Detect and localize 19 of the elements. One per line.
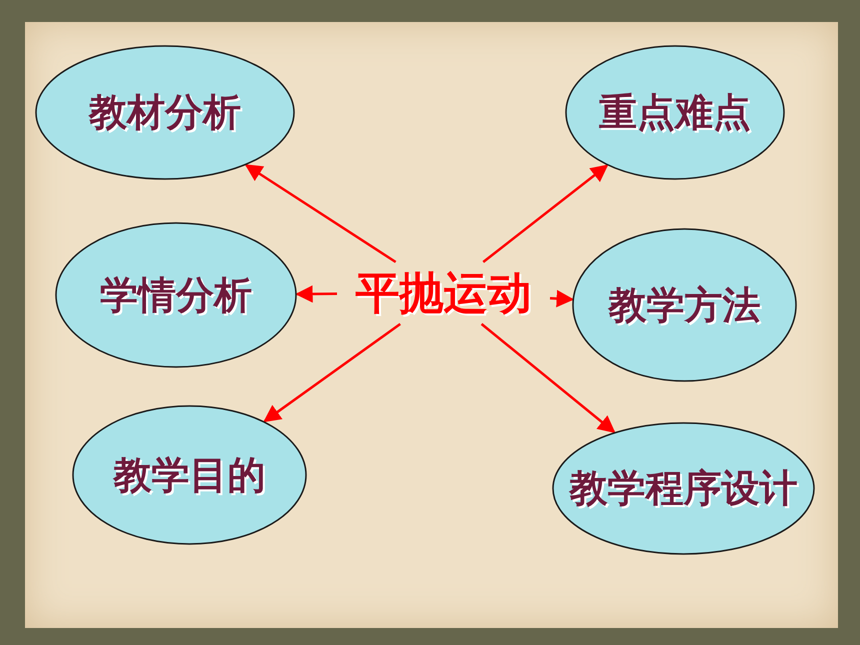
- topic-ellipse: [572, 228, 797, 382]
- topic-ellipse: [35, 45, 295, 180]
- topic-text: 教学目的: [114, 452, 266, 498]
- topic-text: 教学方法: [608, 282, 760, 328]
- arrow: [480, 323, 616, 434]
- arrow: [295, 285, 337, 303]
- topic-ellipse: [55, 222, 297, 368]
- arrow: [482, 164, 608, 263]
- topic-text: 教学程序设计: [570, 465, 798, 512]
- topic-text: 重点难点: [599, 89, 751, 136]
- topic-ellipse: [565, 45, 785, 180]
- topic-text: 学情分析: [100, 272, 252, 318]
- arrow: [550, 290, 574, 308]
- arrow: [244, 164, 396, 264]
- topic-ellipse: [72, 405, 307, 545]
- central-topic-text: 平抛运动: [356, 266, 532, 320]
- topic-text: 教材分析: [89, 89, 241, 136]
- topic-ellipse: [552, 422, 815, 555]
- arrow: [263, 322, 401, 422]
